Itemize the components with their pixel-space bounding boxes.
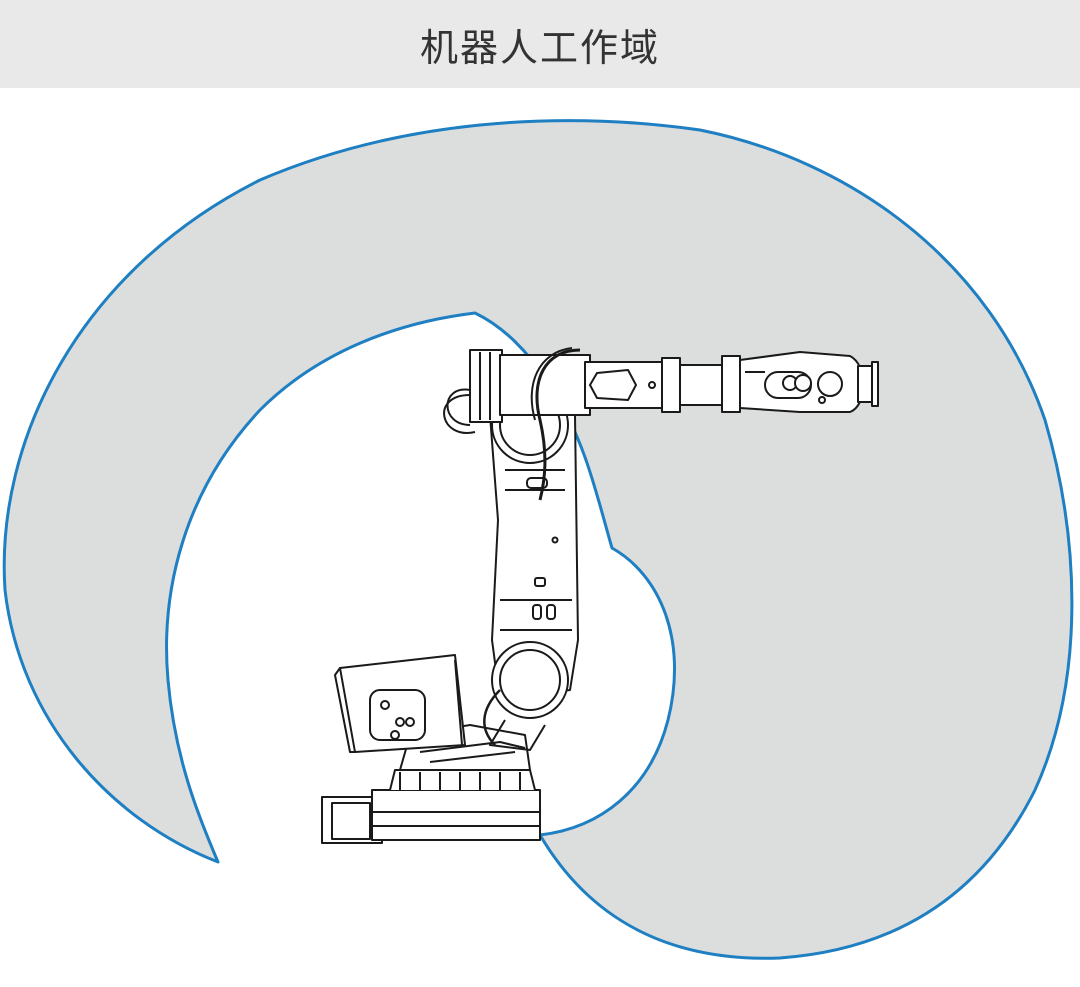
robot-wrist bbox=[739, 351, 879, 413]
workspace-diagram bbox=[0, 88, 1080, 987]
robot-forearm bbox=[584, 355, 741, 413]
workspace-envelope bbox=[2, 119, 1074, 960]
robot-counterweight bbox=[334, 654, 466, 753]
robot-cable bbox=[443, 347, 581, 746]
robot-arm bbox=[321, 347, 879, 844]
page-title: 机器人工作域 bbox=[419, 25, 660, 70]
robot-lower-arm bbox=[489, 414, 579, 701]
header-bar: 机器人工作域 bbox=[0, 0, 1080, 88]
robot-base bbox=[321, 769, 541, 844]
workspace-svg bbox=[2, 119, 1074, 960]
robot-joint-axis2 bbox=[489, 641, 569, 751]
robot-upper-housing bbox=[446, 349, 591, 426]
